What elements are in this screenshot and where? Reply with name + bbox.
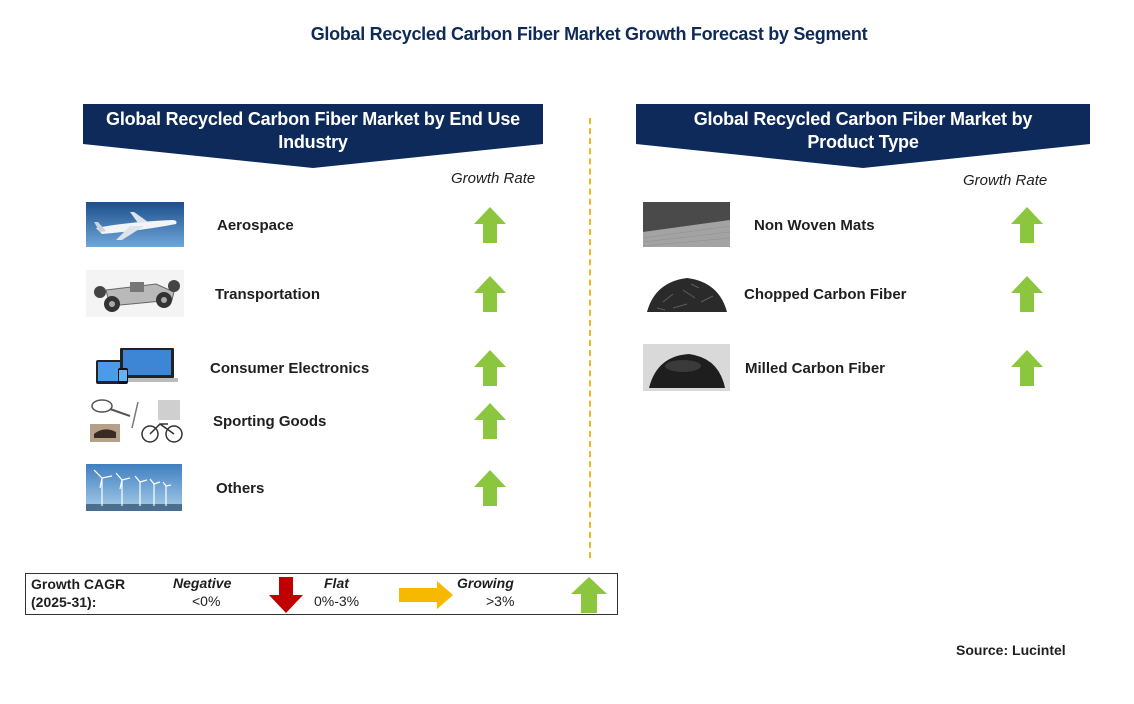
legend-negative-range: <0% (192, 593, 221, 609)
legend-flat-range: 0%-3% (314, 593, 360, 609)
end-use-banner-line2: Industry (278, 132, 348, 152)
left-growth-rate-header: Growth Rate (451, 170, 536, 187)
legend-negative-label: Negative (173, 575, 232, 591)
source-note: Source: Lucintel (956, 642, 1066, 658)
legend-flat-label: Flat (324, 575, 349, 591)
aerospace-label: Aerospace (217, 217, 294, 234)
sporting-goods-label: Sporting Goods (213, 413, 327, 430)
growing-arrow-icon (571, 577, 607, 613)
non-woven-mats-label: Non Woven Mats (754, 217, 875, 234)
legend-title-line1: Growth CAGR (31, 576, 126, 592)
car-chassis-icon (86, 270, 184, 317)
product-type-banner: Global Recycled Carbon Fiber Market by P… (636, 104, 1090, 168)
wind-turbine-icon (86, 464, 182, 511)
devices-icon (92, 346, 178, 386)
product-type-banner-line1: Global Recycled Carbon Fiber Market by (693, 109, 1033, 129)
flat-arrow-icon (399, 581, 453, 609)
right-growth-rate-header: Growth Rate (963, 172, 1048, 189)
section-divider (589, 118, 591, 558)
chopped-fiber-icon (643, 272, 730, 317)
growing-arrow-icon (1011, 276, 1043, 312)
growing-arrow-icon (474, 403, 506, 439)
growing-arrow-icon (474, 276, 506, 312)
mat-icon (643, 202, 730, 247)
airplane-icon (86, 202, 184, 247)
end-use-banner: Global Recycled Carbon Fiber Market by E… (83, 104, 543, 168)
page-title: Global Recycled Carbon Fiber Market Grow… (310, 24, 868, 44)
chopped-carbon-fiber-label: Chopped Carbon Fiber (744, 286, 907, 303)
end-use-banner-line1: Global Recycled Carbon Fiber Market by E… (106, 109, 520, 129)
growing-arrow-icon (474, 470, 506, 506)
legend-growing-range: >3% (486, 593, 515, 609)
product-type-banner-line2: Product Type (807, 132, 919, 152)
milled-fiber-icon (643, 344, 730, 391)
banner-shape (636, 104, 1090, 168)
growth-cagr-legend: Growth CAGR (2025-31): Negative <0% Flat… (25, 573, 618, 615)
legend-growing-label: Growing (457, 575, 514, 591)
consumer-electronics-label: Consumer Electronics (210, 360, 370, 377)
banner-shape (83, 104, 543, 168)
negative-arrow-icon (269, 577, 303, 613)
others-label: Others (216, 480, 265, 497)
growing-arrow-icon (474, 207, 506, 243)
growing-arrow-icon (1011, 350, 1043, 386)
growing-arrow-icon (1011, 207, 1043, 243)
legend-title-line2: (2025-31): (31, 594, 97, 610)
transportation-label: Transportation (215, 286, 321, 303)
sports-gear-icon (86, 398, 184, 444)
milled-carbon-fiber-label: Milled Carbon Fiber (745, 360, 886, 377)
growing-arrow-icon (474, 350, 506, 386)
legend-title: Growth CAGR (2025-31): (31, 575, 125, 611)
